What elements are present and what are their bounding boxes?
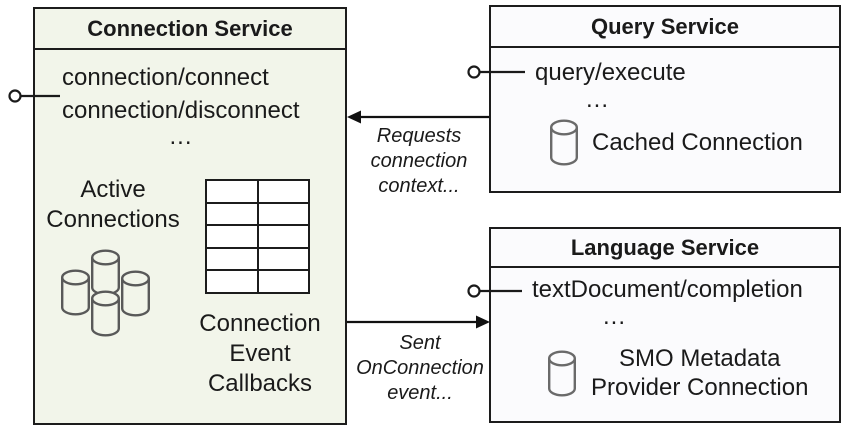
connection-service-header: Connection Service	[35, 9, 345, 50]
smo-metadata-provider-label: SMO Metadata Provider Connection	[591, 345, 809, 401]
sent-onconnection-arrow	[347, 315, 490, 329]
method-textdocument-completion: textDocument/completion	[532, 276, 803, 303]
method-connection-connect: connection/connect	[62, 64, 269, 91]
connection-methods-ellipsis: ...	[169, 123, 193, 150]
language-methods-ellipsis: ...	[602, 303, 626, 330]
sent-onconnection-event-label: Sent OnConnection event...	[356, 332, 484, 404]
database-cylinder-icon	[547, 349, 577, 396]
query-methods-ellipsis: ...	[585, 86, 609, 113]
database-cylinder-icon	[90, 290, 121, 337]
query-service-header: Query Service	[491, 7, 839, 48]
database-cluster-icon	[55, 242, 195, 348]
database-cylinder-icon	[120, 270, 151, 317]
language-service-header: Language Service	[491, 229, 839, 268]
language-service-box: Language Service textDocument/completion…	[489, 227, 841, 423]
query-service-box: Query Service query/execute ... Cached C…	[489, 5, 841, 193]
active-connections-label: Active Connections	[46, 176, 180, 233]
method-connection-disconnect: connection/disconnect	[62, 97, 300, 124]
callback-table	[205, 179, 310, 294]
database-cylinder-icon	[90, 249, 121, 296]
cached-connection-item: Cached Connection	[549, 119, 803, 166]
method-query-execute: query/execute	[535, 59, 686, 86]
database-cylinder-icon	[60, 269, 91, 316]
cached-connection-label: Cached Connection	[592, 128, 803, 156]
database-cylinder-icon	[549, 119, 579, 166]
smo-metadata-item: SMO Metadata Provider Connection	[547, 344, 808, 402]
requests-connection-arrow	[347, 110, 489, 124]
query-service-title: Query Service	[591, 13, 739, 39]
connection-service-title: Connection Service	[87, 15, 293, 41]
connection-event-callbacks-label: Connection Event Callbacks	[199, 310, 321, 397]
connection-service-box: Connection Service connection/connect co…	[33, 7, 347, 425]
language-service-title: Language Service	[570, 234, 760, 260]
requests-connection-context-label: Requests connection context...	[370, 125, 468, 197]
